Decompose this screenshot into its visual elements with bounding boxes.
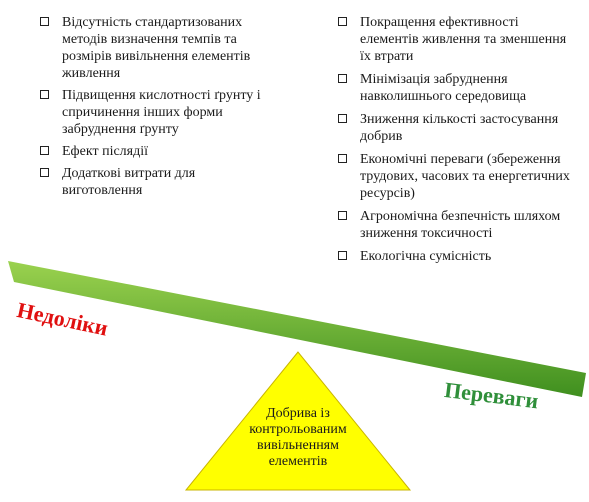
disadvantage-item: Додаткові витрати для виготовлення [40,165,270,199]
checkbox-bullet-icon [338,251,347,260]
disadvantage-item: Підвищення кислотності ґрунту і спричине… [40,87,270,138]
disadvantages-list: Відсутність стандартизованих методів виз… [40,14,270,204]
checkbox-bullet-icon [40,90,49,99]
disadvantage-item-text: Додаткові витрати для виготовлення [62,166,196,198]
advantage-item-text: Покращення ефективності елементів живлен… [360,15,567,64]
checkbox-bullet-icon [338,154,347,163]
checkbox-bullet-icon [40,168,49,177]
advantage-item-text: Зниження кількості застосування добрив [360,112,559,144]
advantage-item: Екологічна сумісність [338,248,578,265]
fulcrum-label: Добрива із контрольованим вивільненням е… [249,406,347,469]
advantage-item-text: Агрономічна безпечність шляхом зниження … [360,209,561,241]
advantage-item: Мінімізація забруднення навколишнього се… [338,71,578,105]
advantage-item: Покращення ефективності елементів живлен… [338,14,578,65]
advantage-item: Зниження кількості застосування добрив [338,111,578,145]
disadvantage-item-text: Ефект післядії [62,144,148,159]
checkbox-bullet-icon [338,211,347,220]
fulcrum-triangle [184,351,412,491]
advantage-item: Агрономічна безпечність шляхом зниження … [338,208,578,242]
balance-beam [8,261,586,397]
disadvantage-item: Ефект післядії [40,143,270,160]
checkbox-bullet-icon [40,146,49,155]
advantages-list: Покращення ефективності елементів живлен… [338,14,578,271]
advantage-item-text: Економічні переваги (збереження трудових… [360,152,570,201]
disadvantage-item-text: Відсутність стандартизованих методів виз… [62,15,251,81]
advantage-item-text: Мінімізація забруднення навколишнього се… [360,72,527,104]
checkbox-bullet-icon [338,114,347,123]
checkbox-bullet-icon [338,17,347,26]
checkbox-bullet-icon [338,74,347,83]
disadvantage-item-text: Підвищення кислотності ґрунту і спричине… [62,88,261,137]
advantage-item: Економічні переваги (збереження трудових… [338,151,578,202]
checkbox-bullet-icon [40,17,49,26]
advantage-item-text: Екологічна сумісність [360,249,492,264]
disadvantage-item: Відсутність стандартизованих методів виз… [40,14,270,82]
